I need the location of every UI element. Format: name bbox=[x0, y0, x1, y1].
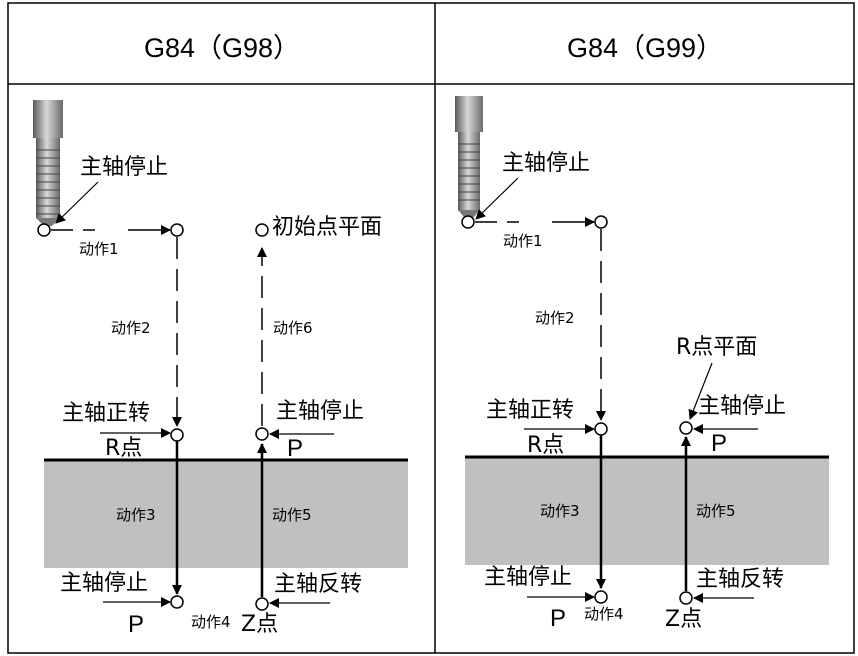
action5-left: 动作5 bbox=[272, 506, 312, 524]
initial-plane-point-left bbox=[255, 223, 269, 237]
initial-plane-left: 初始点平面 bbox=[272, 215, 382, 240]
bottom-point-left bbox=[170, 595, 184, 609]
r-point-right: R点 bbox=[527, 433, 564, 458]
z-point-marker-left bbox=[255, 597, 269, 611]
action6-left: 动作6 bbox=[273, 319, 313, 337]
workpiece-left bbox=[44, 460, 408, 568]
spindle-stop-r-right: 主轴停止 bbox=[698, 394, 786, 419]
spindle-forward-right: 主轴正转 bbox=[486, 398, 574, 423]
r-point-marker-left bbox=[170, 428, 184, 442]
spindle-stop-top-right: 主轴停止 bbox=[502, 151, 590, 176]
table-frame bbox=[7, 2, 855, 654]
spindle-stop-r-left: 主轴停止 bbox=[276, 399, 364, 424]
z-point-right: Z点 bbox=[665, 607, 702, 632]
header-left: G84（G98） bbox=[144, 33, 300, 63]
action4-right: 动作4 bbox=[584, 605, 624, 623]
left-panel: 主轴停止 动作1 动作2 主轴正转 R点 动作3 主轴停止 P 动作4 主轴反转… bbox=[33, 100, 408, 638]
r-point-return-left bbox=[255, 427, 269, 441]
tap-tool-icon bbox=[455, 96, 483, 218]
p-r-right: P bbox=[711, 430, 727, 457]
right-panel: 主轴停止 动作1 动作2 主轴正转 R点 动作3 主轴停止 P 动作4 主轴反转… bbox=[455, 96, 829, 632]
spindle-forward-left: 主轴正转 bbox=[62, 401, 150, 426]
header-right: G84（G99） bbox=[567, 33, 723, 63]
r-point-return-right bbox=[679, 421, 693, 435]
bottom-point-right bbox=[594, 590, 608, 604]
spindle-reverse-left: 主轴反转 bbox=[274, 572, 362, 597]
z-point-left: Z点 bbox=[241, 612, 278, 637]
p-bottom-right: P bbox=[550, 605, 566, 632]
workpiece-right bbox=[465, 457, 829, 565]
action5-right: 动作5 bbox=[696, 502, 736, 520]
spindle-stop-bottom-left: 主轴停止 bbox=[60, 571, 148, 596]
action3-left: 动作3 bbox=[116, 506, 156, 524]
spindle-stop-top-left: 主轴停止 bbox=[80, 155, 168, 180]
action1-left: 动作1 bbox=[79, 240, 119, 258]
r-plane-right: R点平面 bbox=[676, 335, 757, 360]
p-r-left: P bbox=[287, 435, 303, 462]
initial-point-left bbox=[170, 223, 184, 237]
start-point-right bbox=[461, 215, 475, 229]
start-point-left bbox=[37, 223, 51, 237]
action3-right: 动作3 bbox=[540, 502, 580, 520]
z-point-marker-right bbox=[679, 591, 693, 605]
p-bottom-left: P bbox=[128, 611, 144, 638]
action2-left: 动作2 bbox=[111, 319, 151, 337]
spindle-reverse-right: 主轴反转 bbox=[696, 567, 784, 592]
spindle-stop-bottom-right: 主轴停止 bbox=[484, 565, 572, 590]
r-point-marker-right bbox=[594, 422, 608, 436]
action4-left: 动作4 bbox=[191, 613, 231, 631]
action1-right: 动作1 bbox=[503, 232, 543, 250]
tap-tool-icon bbox=[33, 100, 63, 226]
initial-point-right bbox=[594, 215, 608, 229]
action2-right: 动作2 bbox=[535, 309, 575, 327]
r-point-left: R点 bbox=[105, 436, 142, 461]
